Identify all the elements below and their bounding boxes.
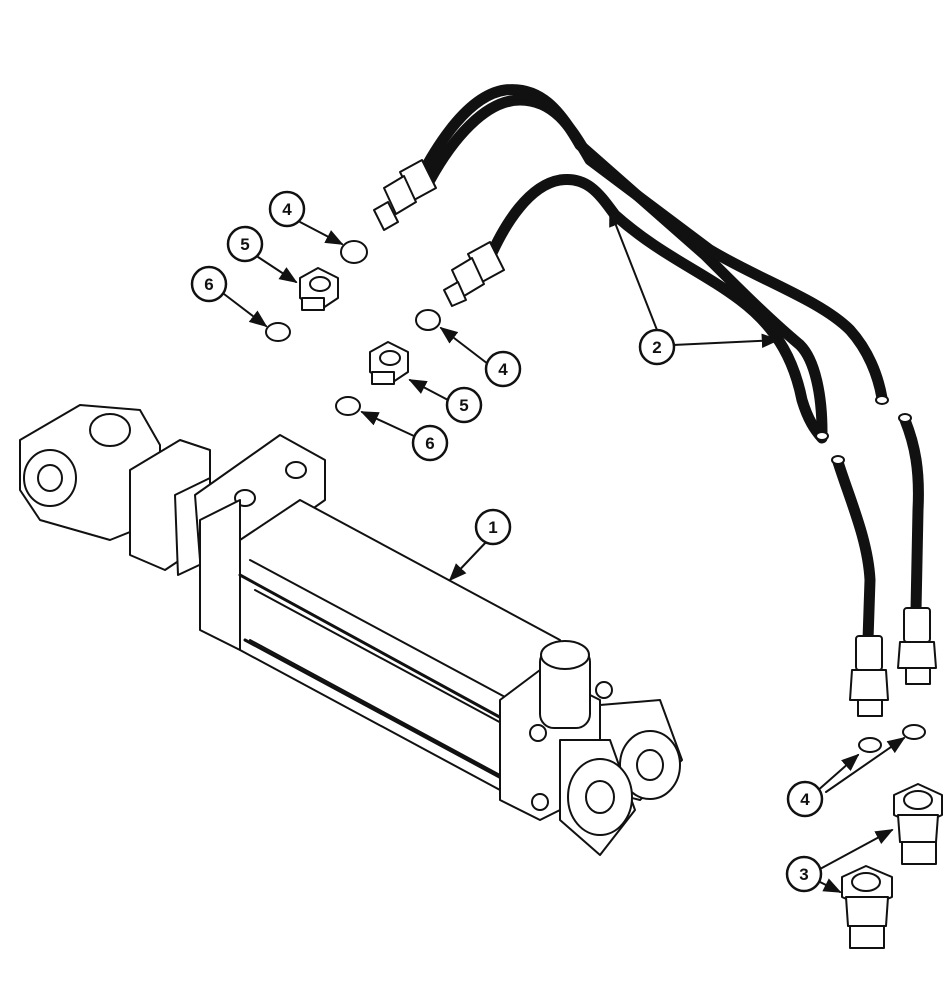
- o-ring-upper-left: [340, 240, 368, 264]
- o-ring-mid: [415, 309, 441, 331]
- svg-text:5: 5: [459, 396, 468, 415]
- svg-text:4: 4: [800, 790, 810, 809]
- svg-text:5: 5: [240, 235, 249, 254]
- svg-text:4: 4: [282, 200, 292, 219]
- callout-4-mid: 4: [484, 350, 522, 388]
- svg-text:3: 3: [799, 865, 808, 884]
- callout-3: 3: [785, 855, 823, 893]
- svg-text:6: 6: [425, 434, 434, 453]
- callout-5-mid: 5: [445, 386, 483, 424]
- callout-1: 1: [474, 508, 512, 546]
- callout-2: 2: [638, 328, 676, 366]
- hose-fitting-lower-right: [897, 607, 937, 685]
- hose-fitting-upper-left: [373, 159, 437, 231]
- svg-text:4: 4: [498, 360, 508, 379]
- quick-coupler-upper: [893, 783, 943, 865]
- o-ring-bottom-right-a: [858, 737, 882, 753]
- callout-6-upper: 6: [190, 265, 228, 303]
- adapter-fitting-mid: [369, 341, 409, 385]
- callout-4-lower: 4: [786, 780, 824, 818]
- o-ring-lower-mid: [335, 396, 361, 416]
- quick-coupler-lower: [841, 865, 893, 949]
- svg-text:6: 6: [204, 275, 213, 294]
- adapter-fitting-upper: [299, 267, 339, 311]
- hose-fitting-lower-left: [849, 635, 889, 717]
- hydraulic-hoses: [373, 84, 937, 717]
- callout-6-mid: 6: [411, 424, 449, 462]
- hose-fitting-upper-right: [443, 241, 505, 307]
- o-ring-bottom-right-b: [902, 724, 926, 740]
- svg-text:1: 1: [488, 518, 497, 537]
- hydraulic-cylinder: [19, 404, 683, 856]
- svg-text:2: 2: [652, 338, 661, 357]
- callout-5-upper: 5: [226, 225, 264, 263]
- o-ring-upper-far-left: [265, 322, 291, 342]
- leader-lines: [223, 208, 906, 893]
- callout-4-upper: 4: [268, 190, 306, 228]
